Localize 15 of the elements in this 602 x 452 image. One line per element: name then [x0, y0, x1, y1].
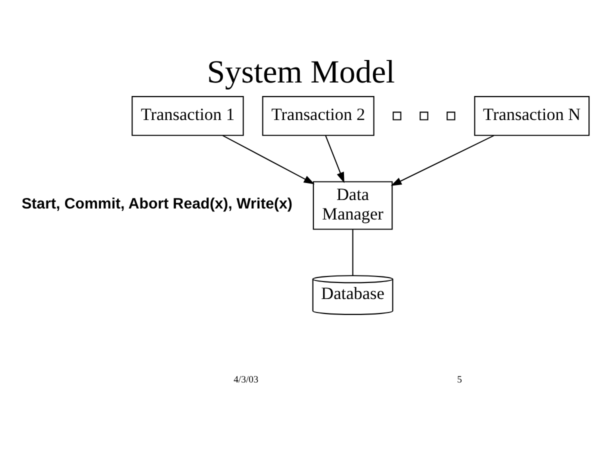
diagram-title: System Model — [207, 54, 395, 90]
label: 5 — [457, 374, 462, 386]
node-box: Transaction N — [474, 96, 590, 136]
node-box — [446, 112, 456, 120]
label: 4/3/03 — [234, 374, 258, 386]
node-box: Data Manager — [312, 181, 393, 230]
node-box — [420, 112, 428, 120]
connector — [352, 230, 354, 276]
node-box — [392, 112, 402, 120]
node-box: Transaction 1 — [132, 96, 244, 136]
arrow — [325, 135, 344, 184]
arrow — [222, 135, 315, 184]
arrow — [390, 135, 494, 186]
node-box: Transaction 2 — [262, 96, 374, 136]
label: Start, Commit, Abort Read(x), Write(x) — [22, 195, 292, 212]
